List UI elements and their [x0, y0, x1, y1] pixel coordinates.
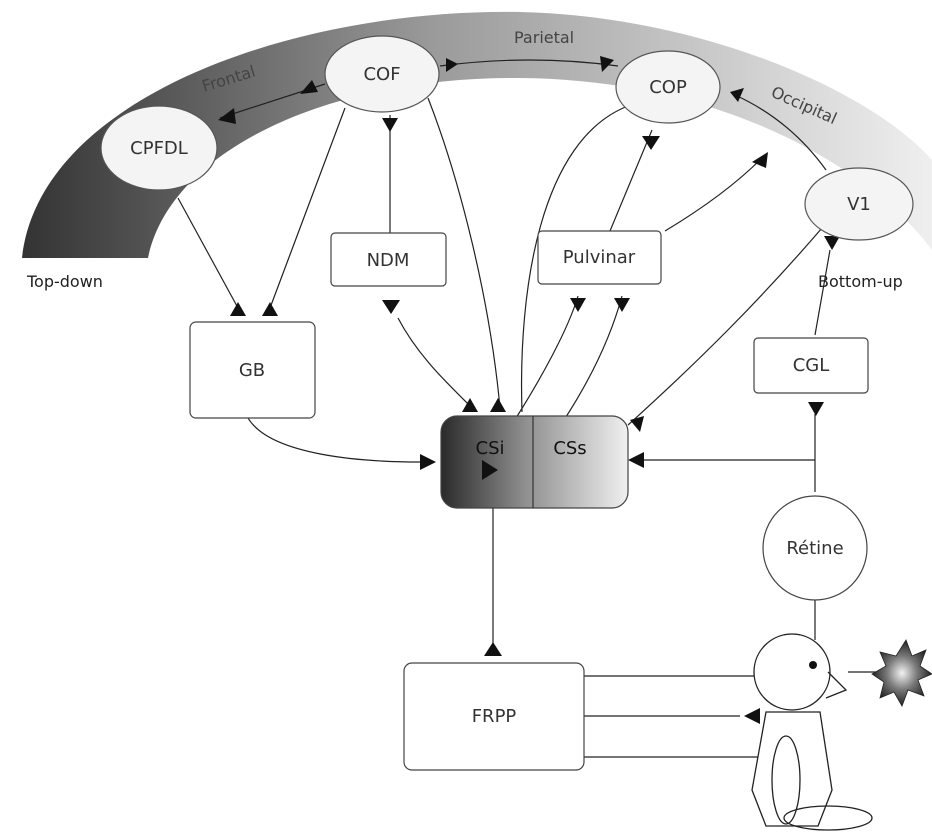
node-v1: V1 [804, 167, 914, 241]
node-pulvinar: Pulvinar [537, 230, 662, 285]
ndm-label: NDM [367, 250, 410, 271]
cop-label: COP [649, 77, 687, 98]
cs-internal-arrowhead [482, 460, 498, 480]
csi-label: CSi [476, 438, 505, 459]
css-label: CSs [553, 438, 586, 459]
node-frpp: FRPP [403, 662, 585, 771]
v1-label: V1 [847, 194, 871, 215]
node-cof: COF [324, 35, 440, 113]
top-down-label: Top-down [26, 272, 103, 291]
pulvinar-label: Pulvinar [563, 247, 636, 268]
gb-label: GB [239, 360, 265, 381]
cgl-label: CGL [793, 355, 830, 376]
cpfdl-label: CPFDL [130, 138, 188, 159]
region-label-parietal: Parietal [514, 28, 574, 47]
connections [177, 59, 876, 758]
stimulus-burst-icon [871, 639, 932, 707]
bottom-up-label: Bottom-up [818, 272, 903, 291]
node-retine: Rétine [762, 495, 868, 601]
frpp-label: FRPP [472, 706, 517, 727]
observer-figure [751, 633, 873, 831]
node-cgl: CGL [753, 337, 869, 394]
node-ndm: NDM [330, 232, 447, 287]
node-gb: GB [189, 321, 316, 419]
retine-label: Rétine [786, 538, 843, 559]
node-superior-colliculus: CSi CSs [440, 415, 629, 509]
cof-label: COF [363, 64, 400, 85]
node-cpfdl: CPFDL [100, 105, 218, 191]
node-cop: COP [615, 50, 721, 124]
